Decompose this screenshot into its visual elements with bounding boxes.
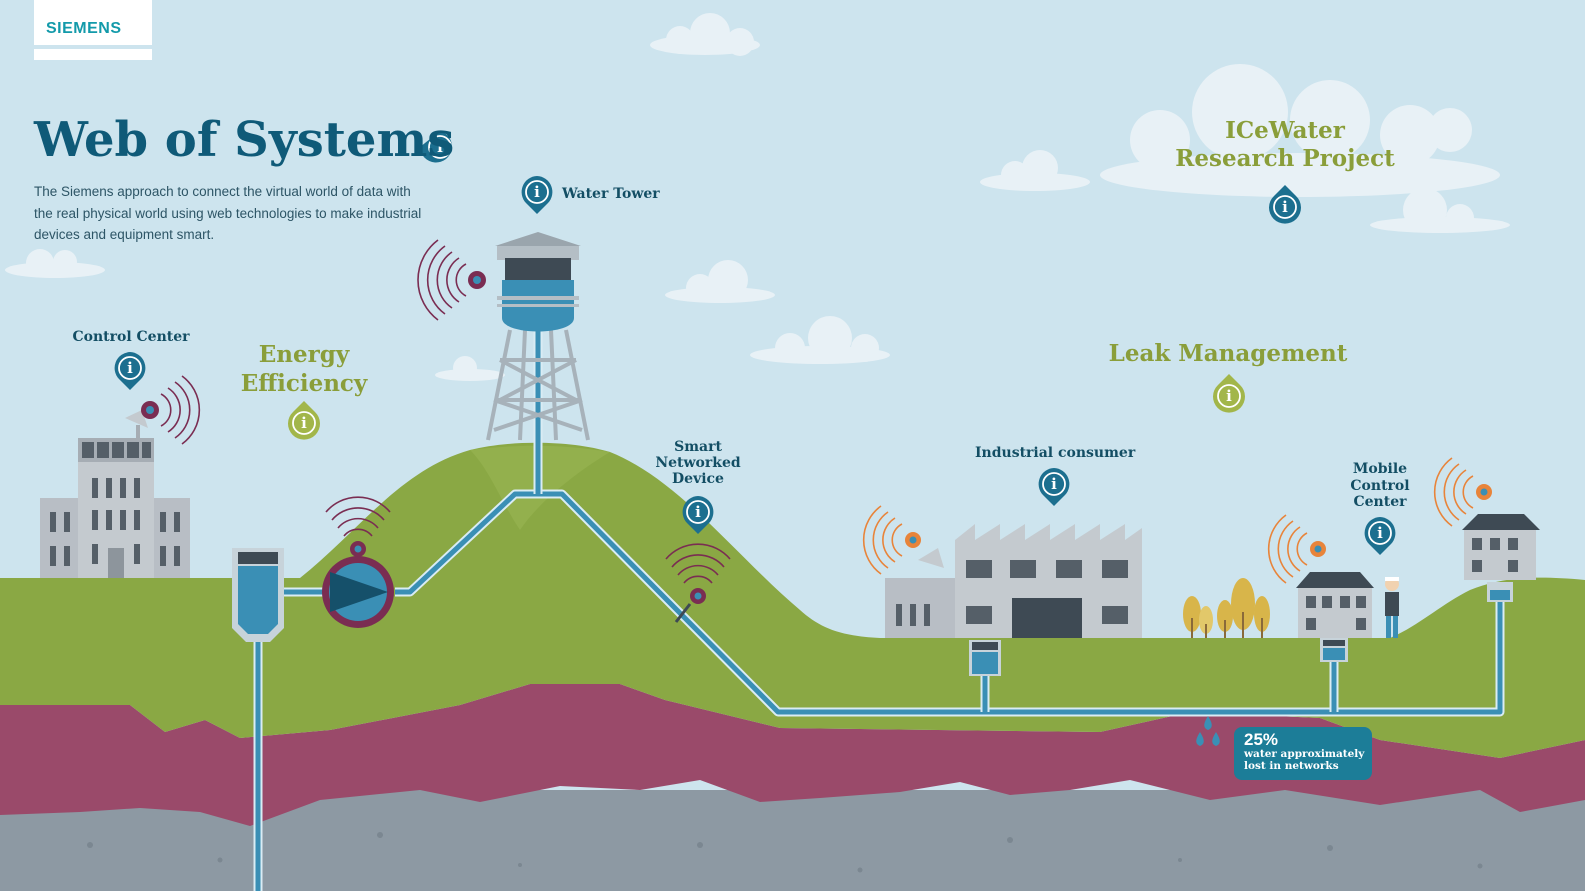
control-center-building (40, 410, 190, 578)
leak-drops (1196, 716, 1220, 746)
soil-layer (0, 684, 1585, 826)
cloud (980, 150, 1090, 191)
label-icewater: ICeWater Research Project (1175, 117, 1395, 172)
label-smart-device: Smart Networked Device (655, 439, 741, 487)
svg-text:i: i (695, 503, 701, 521)
water-tower (486, 232, 590, 441)
signal-smart-device (665, 543, 731, 623)
svg-text:i: i (534, 183, 540, 201)
signal-pump (325, 496, 391, 557)
meter-tanks (232, 548, 1513, 676)
cloud (5, 249, 105, 278)
info-pin-water-tower[interactable]: i (521, 176, 553, 214)
svg-text:i: i (437, 138, 443, 156)
page-description: The Siemens approach to connect the virt… (34, 184, 422, 242)
cloud (435, 356, 505, 381)
signal-tower-left (417, 239, 486, 321)
worker-figure (1385, 577, 1399, 638)
svg-text:i: i (1226, 387, 1232, 405)
branch-pipes-core (982, 660, 1337, 712)
house-1 (1296, 572, 1374, 638)
label-energy-efficiency: Energy Efficiency (240, 341, 368, 397)
info-pin-icewater[interactable]: i (1269, 185, 1301, 224)
grass-hills (0, 442, 1585, 758)
svg-text:i: i (127, 359, 133, 377)
logo-divider (34, 45, 152, 49)
pump (322, 556, 394, 628)
leak-stat-percent: 25% (1244, 730, 1279, 749)
label-industrial-consumer: Industrial consumer (975, 445, 1136, 461)
clouds (5, 13, 1510, 381)
page-title: Web of Systems (34, 112, 455, 168)
cloud (750, 316, 890, 364)
cloud-large (1100, 64, 1500, 197)
cloud (650, 13, 760, 56)
label-water-tower: Water Tower (562, 186, 660, 202)
trees (1183, 578, 1270, 638)
info-pin-mobile-control[interactable]: i (1364, 517, 1396, 555)
house-2 (1462, 514, 1540, 580)
svg-text:i: i (1377, 524, 1383, 542)
signal-control-center (141, 375, 201, 445)
rock-texture (87, 832, 1483, 873)
svg-text:i: i (1282, 198, 1288, 216)
info-pin-leak-management[interactable]: i (1213, 374, 1245, 413)
info-pin-control-center[interactable]: i (114, 352, 146, 390)
siemens-logo[interactable]: SIEMENS (34, 0, 152, 60)
info-pin-industrial-consumer[interactable]: i (1038, 468, 1070, 506)
leak-stat-caption: water approximately lost in networks (1244, 748, 1365, 772)
label-mobile-control: Mobile Control Center (1350, 461, 1410, 510)
factory-building (885, 524, 1142, 638)
label-leak-management: Leak Management (1108, 340, 1348, 367)
info-pin-smart-device[interactable]: i (682, 496, 714, 534)
label-control-center: Control Center (72, 329, 190, 345)
signal-house-2 (1433, 457, 1492, 527)
logo-text: SIEMENS (46, 20, 122, 37)
cloud (1370, 188, 1510, 233)
leak-stat-badge: 25% water approximately lost in networks (1234, 727, 1372, 780)
svg-text:i: i (301, 414, 307, 432)
info-pin-energy-efficiency[interactable]: i (288, 401, 320, 440)
signal-factory (862, 505, 921, 575)
svg-text:i: i (1051, 475, 1057, 493)
signal-house-1 (1267, 514, 1326, 584)
info-pin-title[interactable]: i (420, 131, 452, 163)
cloud (665, 260, 775, 303)
